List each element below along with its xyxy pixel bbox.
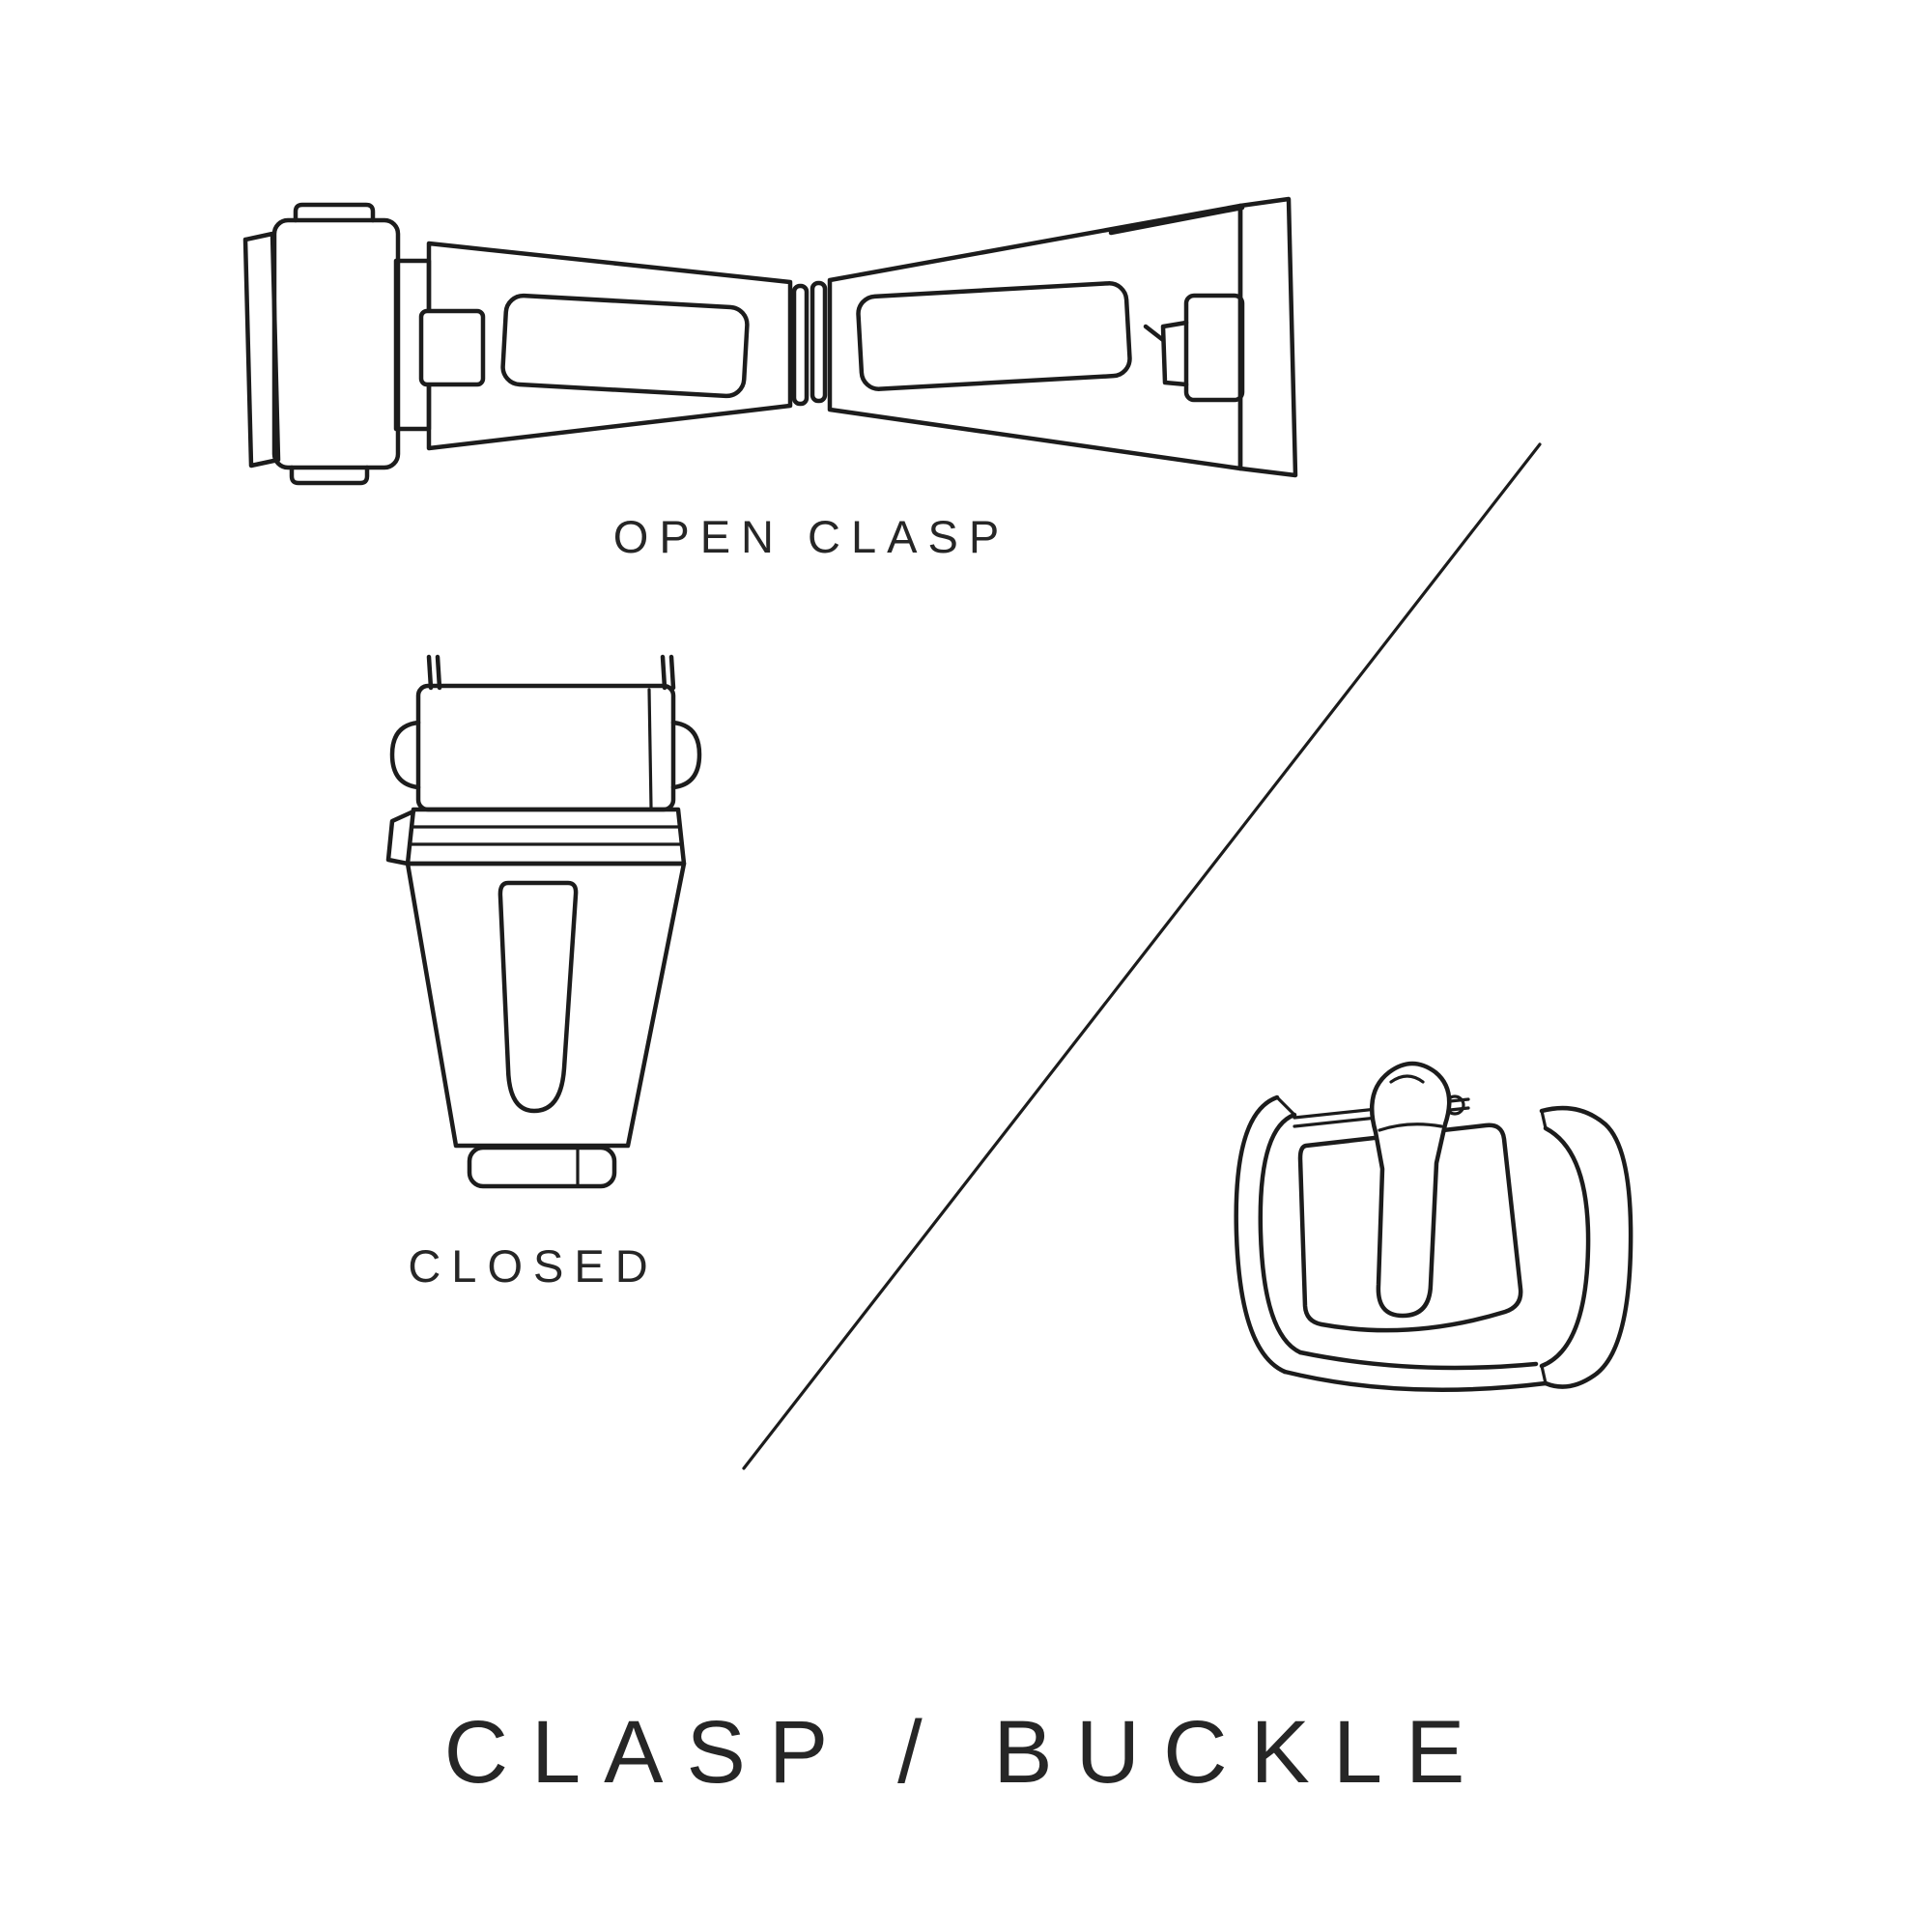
closed-clasp-illustration — [385, 654, 702, 1189]
buckle-illustration — [1234, 1061, 1634, 1392]
page-title: CLASP / BUCKLE — [443, 1703, 1489, 1802]
open-clasp-label: OPEN CLASP — [612, 511, 1010, 562]
divider-line — [742, 442, 1542, 1470]
closed-clasp-label: CLOSED — [408, 1240, 659, 1292]
open-clasp-illustration — [242, 196, 1298, 486]
